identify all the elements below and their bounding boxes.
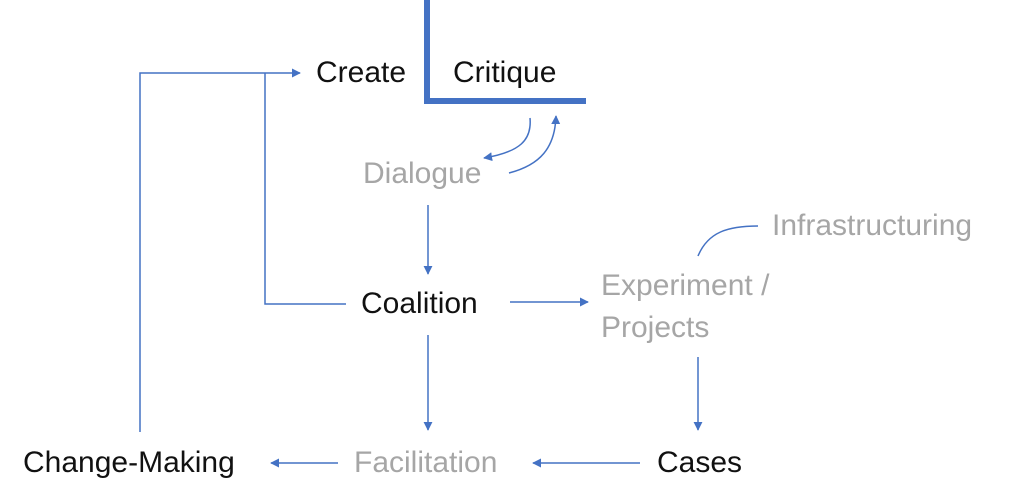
node-change-making: Change-Making (23, 446, 235, 479)
node-facilitation: Facilitation (354, 446, 498, 479)
critique-bracket (424, 0, 586, 104)
change-making-to-create-connector (139, 68, 301, 432)
dialogue-to-critique-arrow (508, 115, 561, 174)
node-coalition: Coalition (361, 287, 478, 320)
coalition-to-create-connector (264, 73, 346, 305)
node-experiment-line2: Projects (601, 311, 710, 344)
node-cases: Cases (657, 446, 743, 479)
node-experiment-line1: Experiment / (601, 269, 770, 302)
infrastructuring-connector (697, 225, 759, 257)
node-dialogue: Dialogue (363, 157, 482, 190)
node-create: Create (316, 56, 407, 89)
critique-to-dialogue-arrow (483, 117, 531, 162)
node-infrastructuring: Infrastructuring (772, 209, 973, 242)
node-critique: Critique (453, 56, 557, 89)
